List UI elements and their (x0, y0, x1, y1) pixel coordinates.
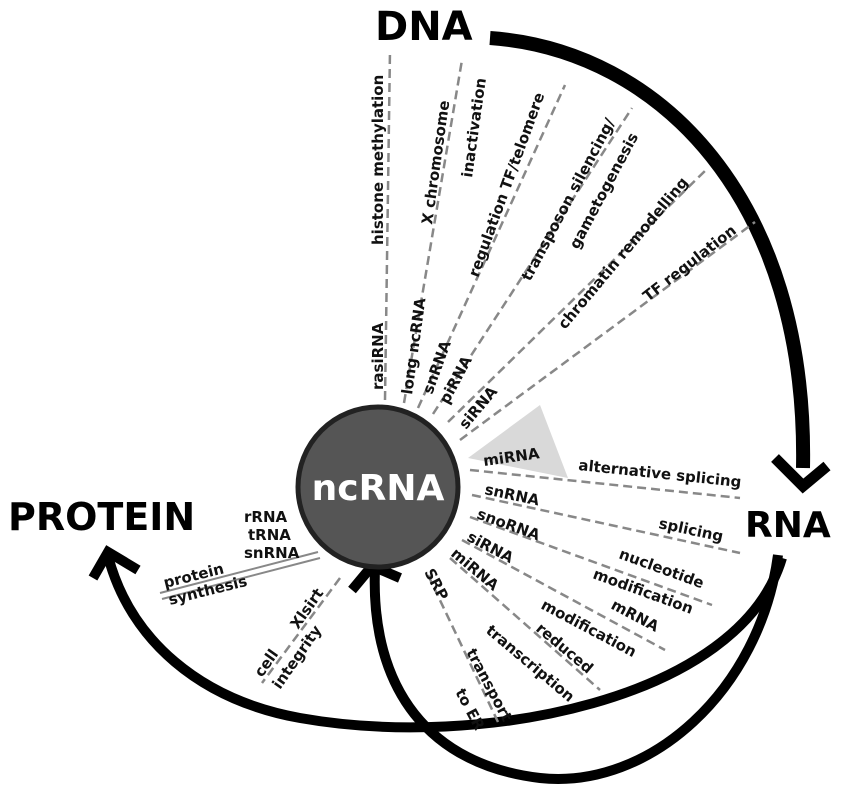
spoke-sirna-rna (461, 538, 666, 652)
dna-to-rna-arrow (489, 31, 811, 469)
rna-snrna-rna: snRNA (483, 480, 541, 509)
rna-rrna: rRNA (244, 508, 288, 526)
rna-srp: SRP (420, 565, 452, 603)
spoke-snrna-dna (416, 84, 567, 409)
spoke-long-ncrna (402, 59, 464, 404)
spoke-sirna-dna (447, 167, 709, 423)
protein-label: PROTEIN (8, 495, 195, 539)
rna-rasirna: rasiRNA (369, 322, 387, 390)
rna-snrna-protein: snRNA (244, 544, 300, 562)
spoke-xlsirt (260, 577, 342, 684)
dna-to-rna-arrowhead (771, 454, 831, 494)
spoke-mirna2-rna (449, 557, 601, 691)
func-x-chromosome-2: inactivation (458, 77, 490, 179)
rna-xlsirt: Xlsirt (287, 585, 328, 632)
rna-to-ncrna-arrow (369, 554, 783, 784)
mirna-wedge (468, 405, 568, 478)
func-splicing: splicing (657, 514, 725, 545)
func-x-chromosome: X chromosome (418, 99, 453, 225)
ncrna-label: ncRNA (312, 468, 445, 509)
spoke-snorna (469, 515, 713, 607)
spoke-pirna (431, 107, 634, 415)
spoke-protein-synthesis-2 (161, 557, 321, 600)
ncrna-circle (295, 404, 461, 570)
rna-label: RNA (745, 505, 831, 546)
rna-to-protein-arrowhead (88, 545, 141, 581)
rna-to-protein-arrow (103, 554, 787, 733)
func-tf-regulation: TF regulation (639, 221, 739, 305)
func-histone-methylation: histone methylation (369, 75, 387, 245)
spoke-protein-synthesis-1 (159, 551, 319, 594)
spoke-mirna-rna (469, 468, 741, 500)
spoke-rasirna (383, 49, 392, 401)
rna-trna: tRNA (248, 526, 291, 544)
spoke-tf-regulation (459, 220, 756, 442)
spoke-snrna-rna (471, 493, 741, 555)
dna-label: DNA (375, 4, 473, 50)
func-alternative-splicing: alternative splicing (578, 456, 743, 491)
